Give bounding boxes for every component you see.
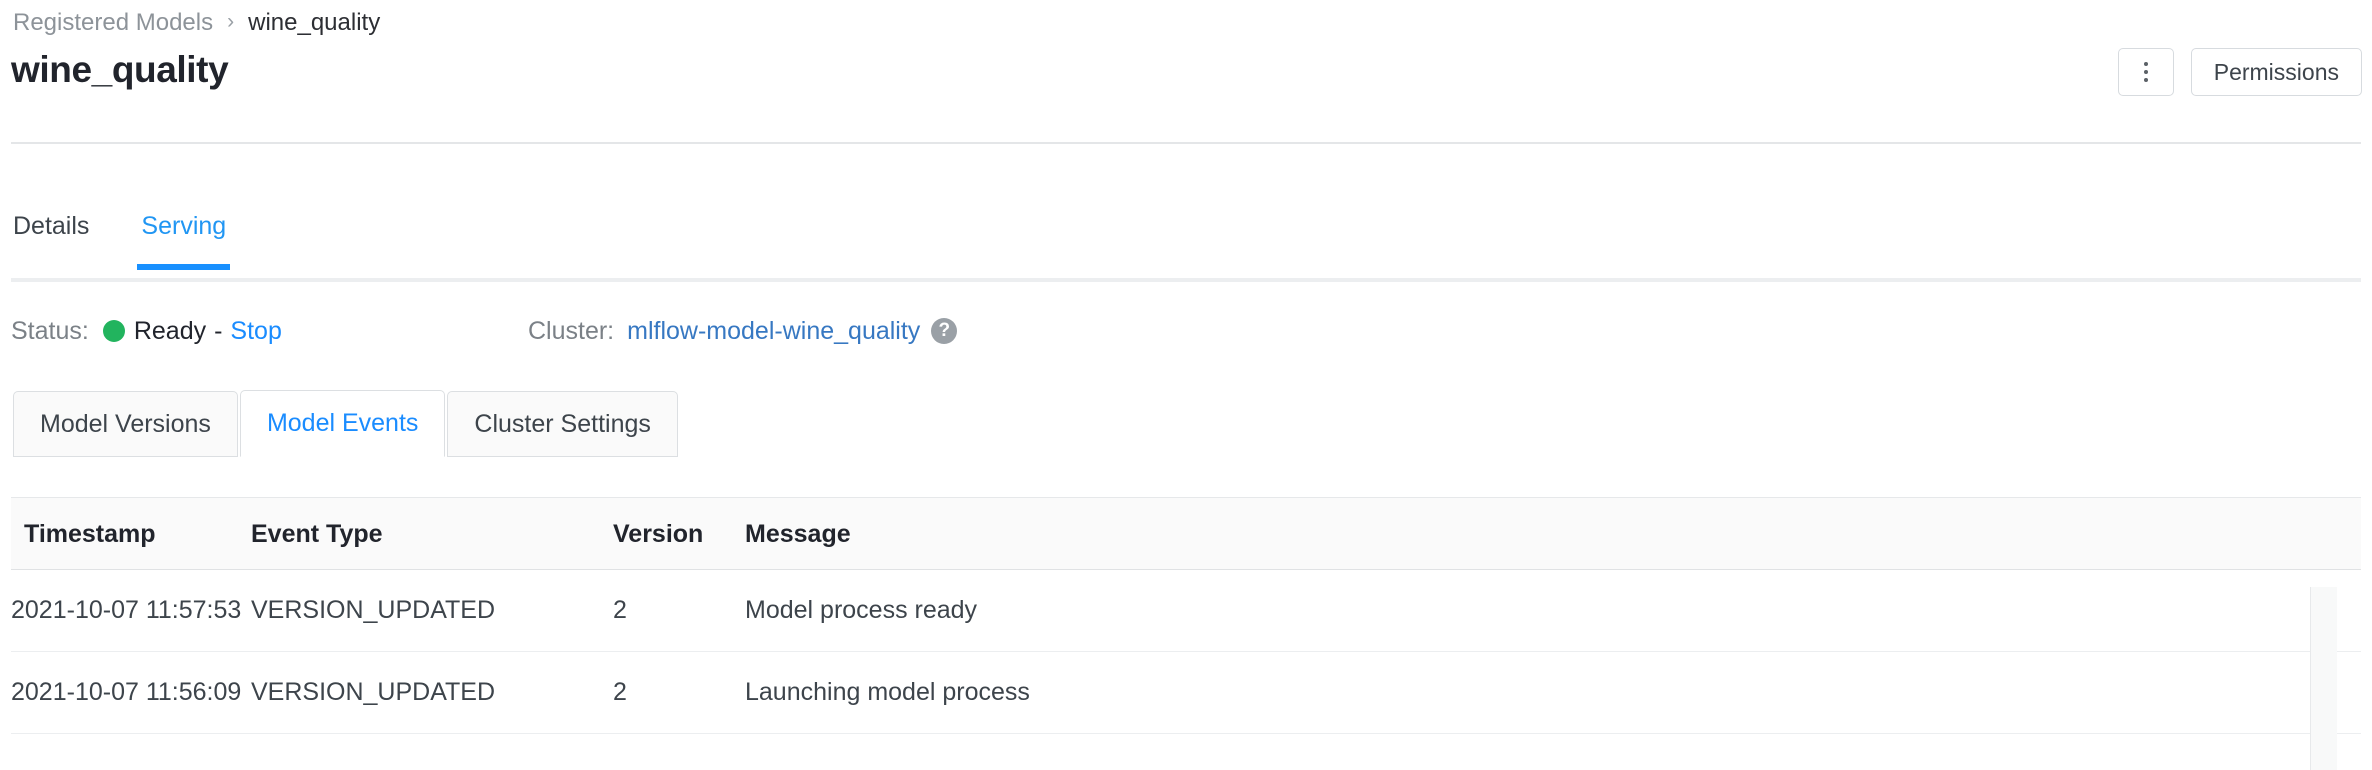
help-icon[interactable]: ? — [931, 318, 958, 344]
page-header: wine_quality Permissions — [0, 46, 2372, 106]
subtab-model-versions[interactable]: Model Versions — [13, 391, 238, 457]
subtab-cluster-settings[interactable]: Cluster Settings — [447, 391, 678, 457]
status-label: Status: — [11, 317, 89, 345]
table-row[interactable]: 2021-10-07 11:57:53 VERSION_UPDATED 2 Mo… — [11, 569, 2361, 652]
table-header: Timestamp Event Type Version Message — [11, 497, 2361, 570]
page-title: wine_quality — [11, 49, 229, 90]
cell-timestamp: 2021-10-07 11:56:09 — [11, 651, 251, 734]
serving-subtabs: Model Versions Model Events Cluster Sett… — [13, 390, 680, 457]
subtab-model-events[interactable]: Model Events — [239, 390, 446, 457]
breadcrumb: Registered Models › wine_quality — [13, 8, 380, 38]
status-separator: - — [214, 317, 223, 345]
cluster-link[interactable]: mlflow-model-wine_quality — [627, 317, 921, 345]
status-row: Status: Ready - Stop Cluster: mlflow-mod… — [11, 313, 2361, 349]
table-body: 2021-10-07 11:57:53 VERSION_UPDATED 2 Mo… — [11, 569, 2361, 734]
primary-tabs-divider — [11, 278, 2361, 282]
status-value: Ready — [133, 317, 207, 345]
table-vertical-scrollbar[interactable] — [2310, 587, 2337, 770]
column-header-event-type[interactable]: Event Type — [251, 497, 613, 570]
primary-tabs: Details Serving — [13, 196, 278, 280]
column-header-message[interactable]: Message — [745, 497, 2361, 570]
tab-details[interactable]: Details — [13, 212, 90, 240]
cell-message: Model process ready — [745, 569, 2361, 652]
header-divider — [11, 142, 2361, 144]
breadcrumb-current: wine_quality — [248, 9, 381, 36]
overflow-menu-button[interactable] — [2117, 48, 2174, 96]
tab-serving[interactable]: Serving — [137, 196, 230, 270]
status-indicator-dot-icon — [102, 320, 125, 342]
table-header-row: Timestamp Event Type Version Message — [11, 497, 2361, 570]
breadcrumb-link-registered-models[interactable]: Registered Models — [13, 9, 214, 36]
status-group: Status: Ready - Stop — [11, 313, 282, 349]
permissions-button[interactable]: Permissions — [2190, 48, 2362, 96]
cell-message: Launching model process — [745, 651, 2361, 734]
header-actions: Permissions — [2117, 48, 2362, 96]
cluster-group: Cluster: mlflow-model-wine_quality ? — [528, 313, 958, 349]
table-row[interactable]: 2021-10-07 11:56:09 VERSION_UPDATED 2 La… — [11, 651, 2361, 734]
cell-version: 2 — [613, 651, 745, 734]
kebab-menu-icon — [2143, 62, 2148, 82]
cell-timestamp: 2021-10-07 11:57:53 — [11, 569, 251, 652]
stop-serving-link[interactable]: Stop — [230, 317, 282, 345]
cell-event-type: VERSION_UPDATED — [251, 651, 613, 734]
model-events-table-container: Timestamp Event Type Version Message 202… — [11, 497, 2361, 770]
column-header-version[interactable]: Version — [613, 497, 745, 570]
model-events-table: Timestamp Event Type Version Message 202… — [11, 497, 2361, 734]
cell-version: 2 — [613, 569, 745, 652]
column-header-timestamp[interactable]: Timestamp — [11, 497, 251, 570]
cluster-label: Cluster: — [528, 317, 615, 345]
cell-event-type: VERSION_UPDATED — [251, 569, 613, 652]
breadcrumb-separator-icon: › — [227, 10, 235, 33]
